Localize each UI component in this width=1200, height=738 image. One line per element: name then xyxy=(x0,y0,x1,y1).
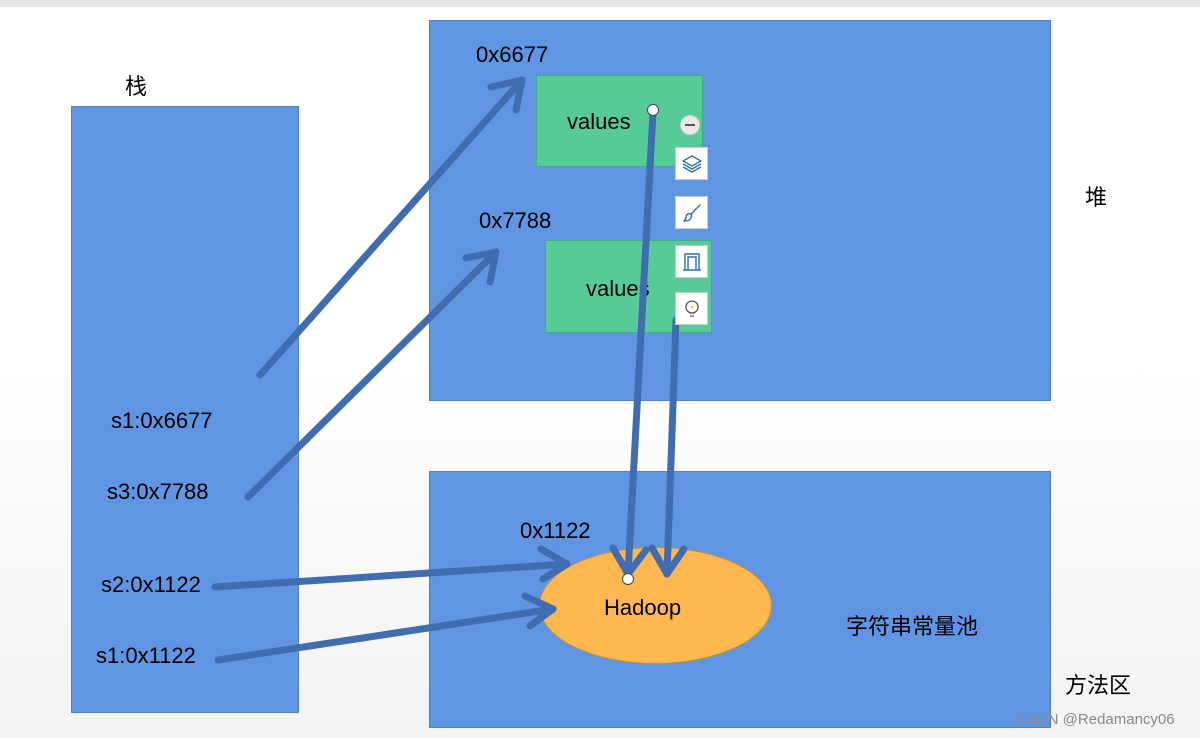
layers-button[interactable] xyxy=(675,147,708,180)
stack-title: 栈 xyxy=(125,74,148,99)
arrow-s3-to-heap-object-2 xyxy=(244,248,500,501)
arrowhead-s1-to-heap-object-1 xyxy=(487,76,526,114)
pool-object-hadoop: Hadoop xyxy=(539,547,772,664)
heap-object-1-address: 0x6677 xyxy=(476,42,549,67)
string-pool-title: 字符串常量池 xyxy=(846,614,979,639)
heap-region xyxy=(429,20,1051,401)
stack-region xyxy=(71,106,299,713)
arrow-s2-to-pool xyxy=(211,560,571,591)
heap-object-2-address: 0x7788 xyxy=(479,208,552,233)
arrow-s1-to-heap-object-1 xyxy=(256,76,526,379)
heap-object-2-field: values xyxy=(586,276,650,301)
pool-object-value: Hadoop xyxy=(604,595,682,620)
stack-entry-s3: s3:0x7788 xyxy=(107,479,209,504)
arrowhead-s1-to-pool xyxy=(521,592,557,630)
method-area-title: 方法区 xyxy=(1065,673,1132,698)
lightbulb-icon xyxy=(684,299,699,317)
arrow-values-2-to-pool xyxy=(663,316,680,578)
arrow-s1-to-pool xyxy=(214,605,557,664)
arrowhead-s2-to-pool xyxy=(537,545,571,583)
stack-entry-s1-heap: s1:0x6677 xyxy=(111,408,213,433)
idea-button[interactable] xyxy=(675,292,708,325)
layers-icon xyxy=(681,154,702,173)
pool-object-address: 0x1122 xyxy=(520,518,591,543)
watermark: CSDN @Redamancy06 xyxy=(1016,711,1175,728)
top-border xyxy=(0,0,1200,7)
stack-entry-s1-pool: s1:0x1122 xyxy=(96,643,196,668)
heap-object-1-field: values xyxy=(567,109,631,134)
remove-icon[interactable] xyxy=(680,115,700,135)
arrowhead-s3-to-heap-object-2 xyxy=(462,248,500,286)
format-brush-button[interactable] xyxy=(675,196,708,229)
stack-entry-s2: s2:0x1122 xyxy=(101,572,201,597)
frame-icon xyxy=(682,252,701,271)
heap-title: 堆 xyxy=(1085,185,1108,210)
arrow-values-1-to-pool xyxy=(624,108,657,578)
connector-handle-end[interactable] xyxy=(622,573,634,585)
brush-icon xyxy=(682,203,701,222)
connector-handle-start[interactable] xyxy=(647,104,659,116)
arrowhead-values-2-to-pool xyxy=(648,544,688,578)
frame-button[interactable] xyxy=(675,245,708,278)
